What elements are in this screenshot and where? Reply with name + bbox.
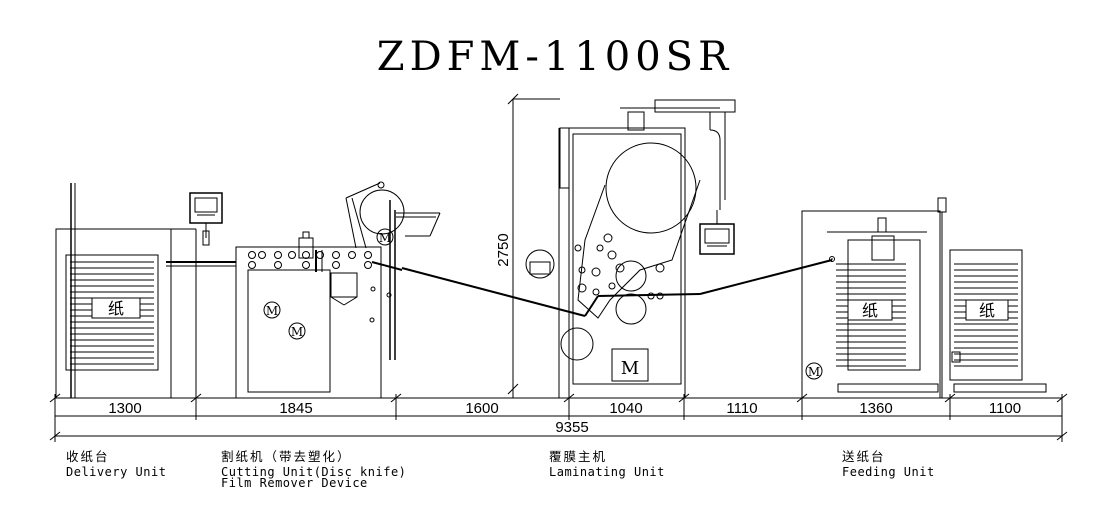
machine-title: ZDFM-1100SR <box>376 34 734 80</box>
film-web <box>401 259 833 317</box>
caption-cutting-en: Cutting Unit(Disc knife) <box>221 465 407 479</box>
caption-feeding-en: Feeding Unit <box>842 465 935 479</box>
motor-label-cut-2: M <box>291 325 303 339</box>
caption-cutting-cn: 割纸机（带去塑化） <box>221 449 352 464</box>
dim-feeding: 1360 <box>859 400 892 417</box>
motor-label-feed: M <box>808 365 820 379</box>
feeding-unit-drawing: 纸 M <box>801 210 941 399</box>
dimension-lines <box>49 393 1068 442</box>
caption-cutting-en-2: Film Remover Device <box>221 476 368 490</box>
segment-dimensions: 1300 1845 1600 1040 1110 1360 1100 9355 <box>108 400 1021 436</box>
motor-label-main: M <box>621 358 639 379</box>
dim-cutting: 1845 <box>279 400 312 417</box>
height-dimension: 2750 <box>495 233 512 266</box>
paper-label-feed: 纸 <box>862 301 878 320</box>
dim-prestack: 1100 <box>989 400 1021 417</box>
caption-feeding-cn: 送纸台 <box>842 449 886 464</box>
motor-label-film: M <box>379 231 391 245</box>
caption-laminating-en: Laminating Unit <box>549 465 665 479</box>
motor-label-cut-1: M <box>266 304 278 318</box>
dim-transfer: 1110 <box>726 400 757 417</box>
dim-delivery: 1300 <box>108 400 141 417</box>
delivery-unit-drawing: 纸 <box>55 183 236 399</box>
laminating-unit-drawing: 2750 M <box>495 93 736 399</box>
cutting-unit-drawing: M M M <box>235 181 441 399</box>
caption-laminating-cn: 覆膜主机 <box>549 449 608 464</box>
control-panel-right <box>699 210 735 255</box>
paper-label-prestack: 纸 <box>979 301 995 320</box>
paper-label-delivery: 纸 <box>108 299 124 318</box>
dim-total: 9355 <box>555 419 588 436</box>
dim-gap: 1600 <box>465 400 498 417</box>
caption-delivery-en: Delivery Unit <box>66 465 167 479</box>
control-panel-left <box>189 192 223 398</box>
dim-laminating: 1040 <box>609 400 642 417</box>
prestack-unit-drawing: 纸 <box>937 197 1047 398</box>
caption-delivery-cn: 收纸台 <box>66 449 110 464</box>
